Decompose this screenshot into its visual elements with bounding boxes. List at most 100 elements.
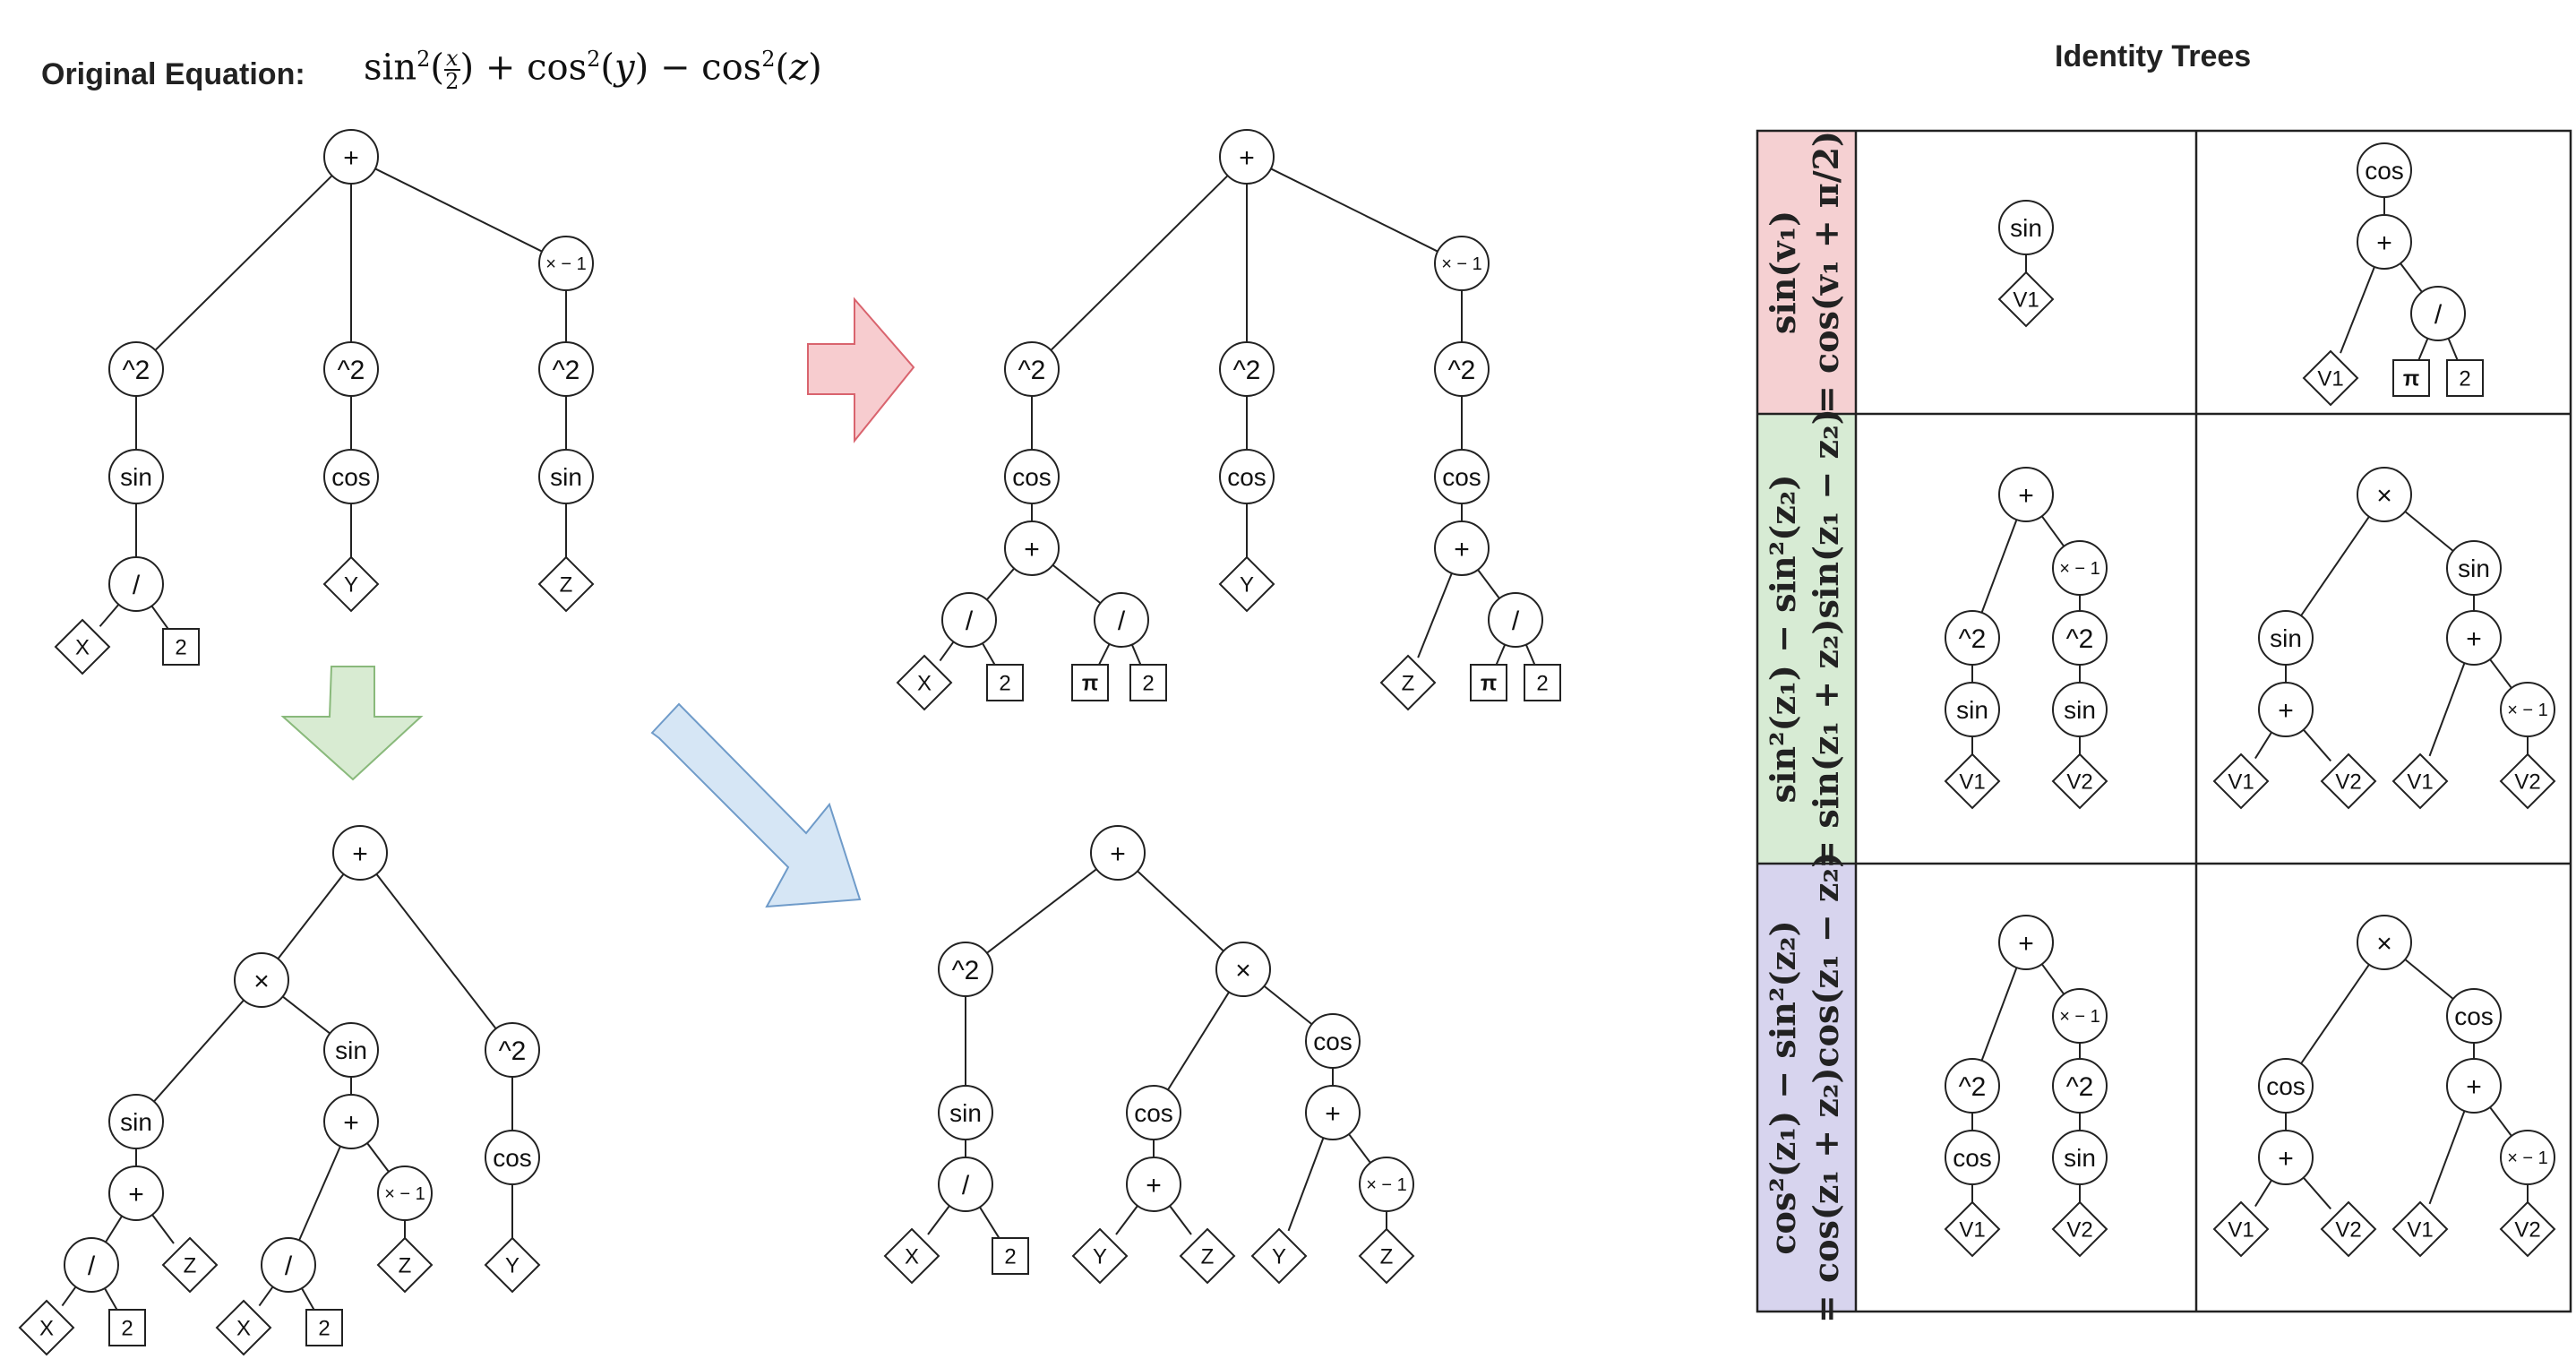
node-diamond (2302, 349, 2359, 407)
node-diamond (215, 1299, 272, 1356)
node-circle (538, 236, 594, 291)
node-label: cos (1313, 1028, 1352, 1055)
node-label: / (1512, 606, 1520, 636)
row2-identity-line1: sin²(z₁) − sin²(z₂) (1763, 475, 1803, 804)
node-circle (1434, 341, 1490, 397)
node-circle (1945, 682, 2000, 737)
node-circle (2446, 610, 2502, 666)
row1-identity-line2: = cos(v₁ + π/2) (1806, 131, 1846, 414)
tree-node-diamond: X (54, 618, 111, 675)
node-label: × (253, 967, 270, 996)
node-circle (332, 825, 388, 881)
node-label: + (1325, 1099, 1341, 1129)
node-label: / (966, 606, 974, 636)
tree-node-circle: + (2446, 1058, 2502, 1114)
node-diamond (1250, 1227, 1308, 1285)
node-circle (2052, 682, 2108, 737)
node-label: + (2466, 1072, 2482, 1102)
tree-node-diamond: Z (1379, 654, 1437, 711)
tree-node-circle: ^2 (938, 942, 993, 997)
node-circle (2357, 142, 2412, 198)
tree-node-diamond: V2 (2051, 753, 2108, 810)
node-circle (2258, 1058, 2314, 1114)
node-diamond (54, 618, 111, 675)
node-circle (108, 1094, 164, 1149)
tree-node-diamond: V1 (2391, 753, 2449, 810)
node-circle (1219, 341, 1275, 397)
node-label: 2 (318, 1317, 330, 1341)
tree-node-circle: + (1305, 1085, 1361, 1140)
node-circle (1945, 610, 2000, 666)
node-circle (1945, 1058, 2000, 1114)
tree-edge (301, 1287, 316, 1313)
tree-node-circle: cos (1945, 1130, 2000, 1185)
eq-cos2-exp: 2 (761, 47, 776, 72)
tree-node-diamond: V2 (2499, 1200, 2556, 1258)
node-label: Y (1240, 573, 1254, 598)
node-label: ^2 (499, 1036, 527, 1066)
node-diamond (18, 1299, 75, 1356)
node-diamond (2051, 753, 2108, 810)
tree-node-diamond: Z (376, 1236, 434, 1294)
node-label: + (1239, 143, 1255, 173)
node-circle (261, 1237, 316, 1293)
node-label: ^2 (1959, 1072, 1987, 1102)
tree-node-square: 2 (1129, 664, 1167, 701)
node-label: ^2 (1448, 356, 1476, 385)
tree-edge (1263, 985, 1313, 1026)
node-label: sin (949, 1099, 982, 1127)
node-label: cos (493, 1144, 532, 1172)
node-label: X (236, 1317, 251, 1341)
tree-node-circle: / (261, 1237, 316, 1293)
node-diamond (883, 1227, 940, 1285)
eq-cos2: cos (701, 47, 762, 89)
tree-node-circle: ^2 (1004, 341, 1060, 397)
tree-edge (1524, 644, 1537, 667)
node-circle (1126, 1085, 1181, 1140)
tree-node-circle: sin (1998, 200, 2054, 255)
node-label: × − 1 (2507, 701, 2548, 720)
eq-frac-num: x (443, 46, 460, 72)
node-label: ^2 (123, 356, 150, 385)
node-label: sin (2010, 214, 2042, 242)
node-circle (2258, 682, 2314, 737)
tree-node-square: 2 (108, 1309, 146, 1346)
eq-y: y (614, 47, 635, 89)
tree-edge (104, 1287, 119, 1313)
node-label: π (1481, 672, 1497, 696)
row3-identity-line2: = cos(z₁ + z₂)cos(z₁ − z₂) (1806, 852, 1846, 1323)
node-label: V1 (2317, 367, 2343, 391)
tree-edge (282, 995, 331, 1035)
tree-node-circle: ^2 (1945, 1058, 2000, 1114)
node-label: Z (1380, 1245, 1394, 1269)
tree-node-diamond: V2 (2499, 753, 2556, 810)
tree-node-circle: × − 1 (2500, 1130, 2555, 1185)
node-label: × − 1 (545, 254, 587, 274)
node-label: / (962, 1171, 970, 1200)
tree-node-diamond: Z (1358, 1227, 1415, 1285)
red-transform-arrow (807, 297, 915, 443)
tree-node-diamond: V2 (2320, 1200, 2377, 1258)
node-label: 2 (2459, 367, 2470, 391)
node-label: V2 (2514, 1218, 2540, 1243)
node-circle (485, 1022, 540, 1078)
tree-node-circle: cos (2357, 142, 2412, 198)
node-diamond (1218, 555, 1275, 613)
node-circle (2357, 915, 2412, 970)
identity-trees-title: Identity Trees (2055, 39, 2252, 73)
node-diamond (537, 555, 595, 613)
tree-node-circle: × − 1 (538, 236, 594, 291)
node-circle (938, 1157, 993, 1212)
tree-edge (1167, 991, 1230, 1091)
node-circle (1945, 1130, 2000, 1185)
node-label: cos (2266, 1072, 2306, 1100)
tree-node-diamond: V2 (2051, 1200, 2108, 1258)
tree-node-circle: ^2 (2052, 610, 2108, 666)
node-label: 2 (1536, 672, 1548, 696)
node-label: Y (344, 573, 358, 598)
node-circle (2446, 988, 2502, 1044)
tree-edge (2303, 1176, 2331, 1210)
